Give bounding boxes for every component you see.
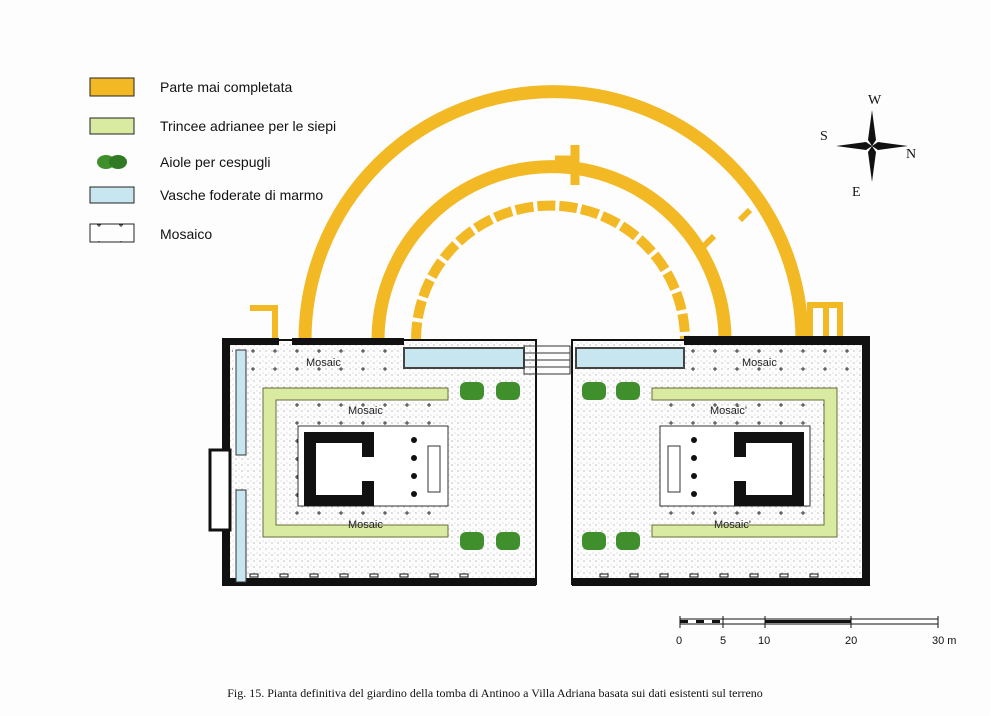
legend-swatch-basins: [89, 186, 135, 204]
scale-tick: 20: [845, 635, 857, 647]
legend-label: Parte mai completata: [160, 79, 292, 95]
shrub-icon: [97, 155, 127, 169]
incomplete-exedra: [250, 85, 843, 341]
mosaic-label: Mosaic: [348, 405, 383, 417]
scale-tick: 0: [676, 635, 682, 647]
compass-rose: W S N E: [820, 93, 916, 200]
scale-tick: 10: [758, 635, 770, 647]
mosaic-label: Mosaic: [306, 357, 341, 369]
compass-n: N: [906, 147, 916, 162]
legend-label: Mosaico: [160, 226, 212, 242]
right-garden: Mosaic Mosaic' Mosaic': [571, 336, 870, 586]
legend-swatch-trenches: [89, 117, 135, 135]
compass-w: W: [868, 93, 882, 108]
legend-label: Vasche foderate di marmo: [160, 187, 323, 203]
scale-tick: 5: [720, 635, 726, 647]
legend-swatch-mosaic: [89, 223, 135, 243]
legend-label: Trincee adrianee per le siepi: [160, 118, 336, 134]
central-steps: [523, 345, 571, 375]
mosaic-label: Mosaic': [710, 405, 747, 417]
scale-tick: 30 m: [932, 635, 956, 647]
shrub-icon: [460, 382, 520, 550]
mosaic-label: Mosaic': [714, 519, 751, 531]
compass-e: E: [852, 185, 861, 200]
legend: Parte mai completata Trincee adrianee pe…: [89, 77, 336, 243]
compass-s: S: [820, 129, 828, 144]
mosaic-label: Mosaic: [742, 357, 777, 369]
figure-caption: Fig. 15. Pianta definitiva del giardino …: [227, 686, 763, 700]
shrub-icon: [582, 382, 640, 550]
mosaic-label: Mosaic: [348, 519, 383, 531]
legend-label: Aiole per cespugli: [160, 154, 271, 170]
legend-swatch-incomplete: [89, 77, 135, 97]
scale-bar: 0 5 10 20 30 m: [676, 616, 956, 647]
left-garden: Mosaic Mosaic Mosaic: [208, 338, 537, 586]
